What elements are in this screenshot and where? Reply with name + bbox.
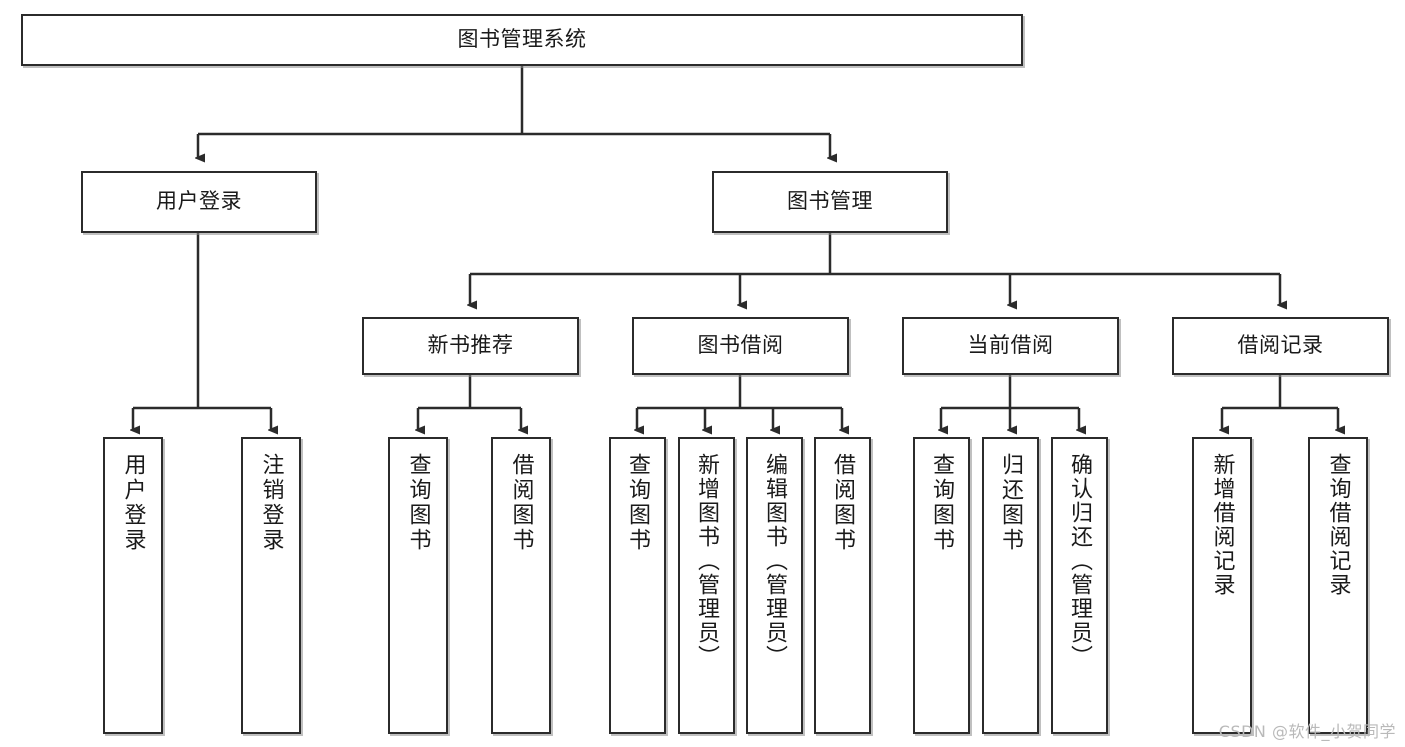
node-label: 用户登录: [156, 189, 242, 214]
node-label: 用户登录: [120, 453, 146, 553]
node-book-borrow[interactable]: 图书借阅: [632, 317, 849, 375]
node-label: 注销登录: [258, 453, 284, 553]
node-label: 当前借阅: [967, 333, 1054, 358]
leaf-book-borrow-add-book-admin[interactable]: 新增图书（管理员）: [678, 437, 735, 734]
leaf-borrow-record-add-record[interactable]: 新增借阅记录: [1192, 437, 1252, 734]
node-root-book-management-system[interactable]: 图书管理系统: [21, 14, 1023, 66]
leaf-book-borrow-edit-book-admin[interactable]: 编辑图书（管理员）: [746, 437, 803, 734]
node-label: 查询借阅记录: [1325, 453, 1351, 597]
node-label: 图书借阅: [697, 333, 784, 358]
leaf-borrow-record-query-record[interactable]: 查询借阅记录: [1308, 437, 1368, 734]
leaf-new-book-borrow-book[interactable]: 借阅图书: [491, 437, 551, 734]
node-label: 查询图书: [625, 453, 651, 553]
node-label: 图书管理系统: [457, 27, 587, 52]
leaf-book-borrow-borrow-book[interactable]: 借阅图书: [814, 437, 871, 734]
leaf-current-borrow-query-book[interactable]: 查询图书: [913, 437, 970, 734]
node-label: 编辑图书（管理员）: [762, 453, 788, 669]
leaf-current-borrow-return-book[interactable]: 归还图书: [982, 437, 1039, 734]
node-new-book-recommend[interactable]: 新书推荐: [362, 317, 579, 375]
node-label: 新增借阅记录: [1209, 453, 1235, 597]
leaf-user-login-logout[interactable]: 注销登录: [241, 437, 301, 734]
node-label: 归还图书: [998, 453, 1024, 553]
node-label: 确认归还（管理员）: [1067, 453, 1093, 669]
node-label: 图书管理: [787, 189, 873, 214]
leaf-book-borrow-query-book[interactable]: 查询图书: [609, 437, 666, 734]
node-user-login[interactable]: 用户登录: [81, 171, 317, 233]
node-label: 查询图书: [405, 453, 431, 553]
node-label: 新书推荐: [427, 333, 514, 358]
node-label: 借阅图书: [508, 453, 534, 553]
leaf-new-book-query-book[interactable]: 查询图书: [388, 437, 448, 734]
leaf-user-login-login[interactable]: 用户登录: [103, 437, 163, 734]
node-label: 新增图书（管理员）: [694, 453, 720, 669]
csdn-watermark: CSDN @软件_小贺同学: [1218, 722, 1396, 741]
node-current-borrow[interactable]: 当前借阅: [902, 317, 1119, 375]
node-label: 借阅图书: [830, 453, 856, 553]
node-label: 借阅记录: [1237, 333, 1324, 358]
node-borrow-record[interactable]: 借阅记录: [1172, 317, 1389, 375]
node-label: 查询图书: [929, 453, 955, 553]
leaf-current-borrow-confirm-return-admin[interactable]: 确认归还（管理员）: [1051, 437, 1108, 734]
node-book-management[interactable]: 图书管理: [712, 171, 948, 233]
